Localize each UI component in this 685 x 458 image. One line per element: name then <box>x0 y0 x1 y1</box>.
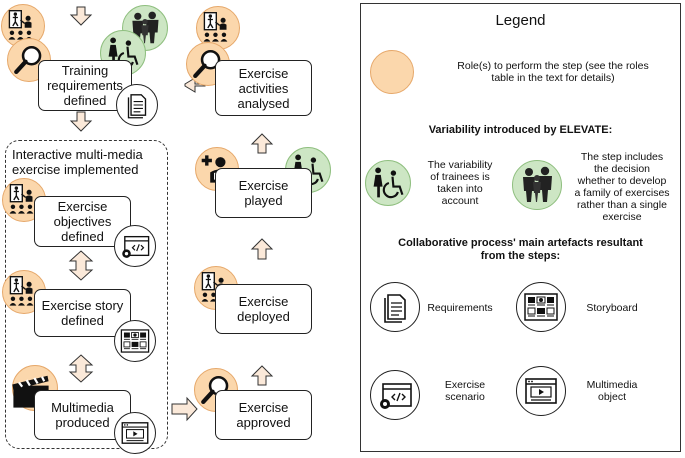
legend-scenario-circle <box>370 370 420 420</box>
scenario-icon <box>118 229 152 263</box>
arrow-objectives-story <box>68 250 94 281</box>
legend-variability-heading: Variability introduced by ELEVATE: <box>428 124 613 136</box>
storyboard-icon <box>118 324 152 358</box>
arrow-start-down <box>69 6 93 26</box>
legend-title: Legend <box>495 12 546 29</box>
storyboard-icon <box>521 287 561 327</box>
legend-family-text: The step includes the decision whether t… <box>574 151 670 223</box>
step-activities-analysed: Exercise activities analysed <box>215 60 312 116</box>
scenario-icon <box>375 375 415 415</box>
step-story-defined: Exercise story defined <box>34 289 131 337</box>
multimedia-icon <box>521 371 561 411</box>
arrow-training-down <box>69 111 93 132</box>
legend-storyboard-circle <box>516 282 566 332</box>
artefact-circle-story <box>114 320 156 362</box>
arrow-multimedia-approved <box>171 396 198 422</box>
legend-trainees-circle <box>365 160 411 206</box>
multimedia-icon <box>118 416 152 450</box>
artefact-circle-training <box>116 84 158 126</box>
trainer-icon <box>201 11 235 45</box>
document-icon <box>120 88 154 122</box>
legend-multimedia-text: Multimedia object <box>586 379 638 403</box>
wheelchair-icon <box>370 165 406 201</box>
artefact-circle-objectives <box>114 225 156 267</box>
arrow-deployed-up <box>250 238 274 260</box>
legend-multimedia-circle <box>516 366 566 416</box>
legend-box <box>360 3 681 452</box>
arrow-approved-up <box>250 365 274 386</box>
legend-roles-text: Role(s) to perform the step (see the rol… <box>457 60 649 84</box>
legend-storyboard-text: Storyboard <box>586 302 638 314</box>
group-icon <box>517 165 557 205</box>
step-exercise-deployed: Exercise deployed <box>215 284 312 334</box>
legend-trainees-text: The variability of trainees is taken int… <box>427 159 493 207</box>
artefact-circle-multimedia <box>114 412 156 454</box>
step-exercise-played: Exercise played <box>215 168 312 218</box>
step-exercise-approved: Exercise approved <box>215 390 312 440</box>
legend-family-circle <box>512 160 562 210</box>
legend-requirements-circle <box>370 282 420 332</box>
legend-requirements-text: Requirements <box>427 302 493 314</box>
legend-scenario-text: Exercise scenario <box>444 379 486 403</box>
legend-role-circle <box>370 50 414 94</box>
group-label: Interactive multi-media exercise impleme… <box>12 147 143 177</box>
arrow-played-up <box>250 133 274 154</box>
arrow-story-multimedia <box>68 354 94 383</box>
legend-artefacts-heading: Collaborative process' main artefacts re… <box>398 237 643 262</box>
document-icon <box>375 287 415 327</box>
